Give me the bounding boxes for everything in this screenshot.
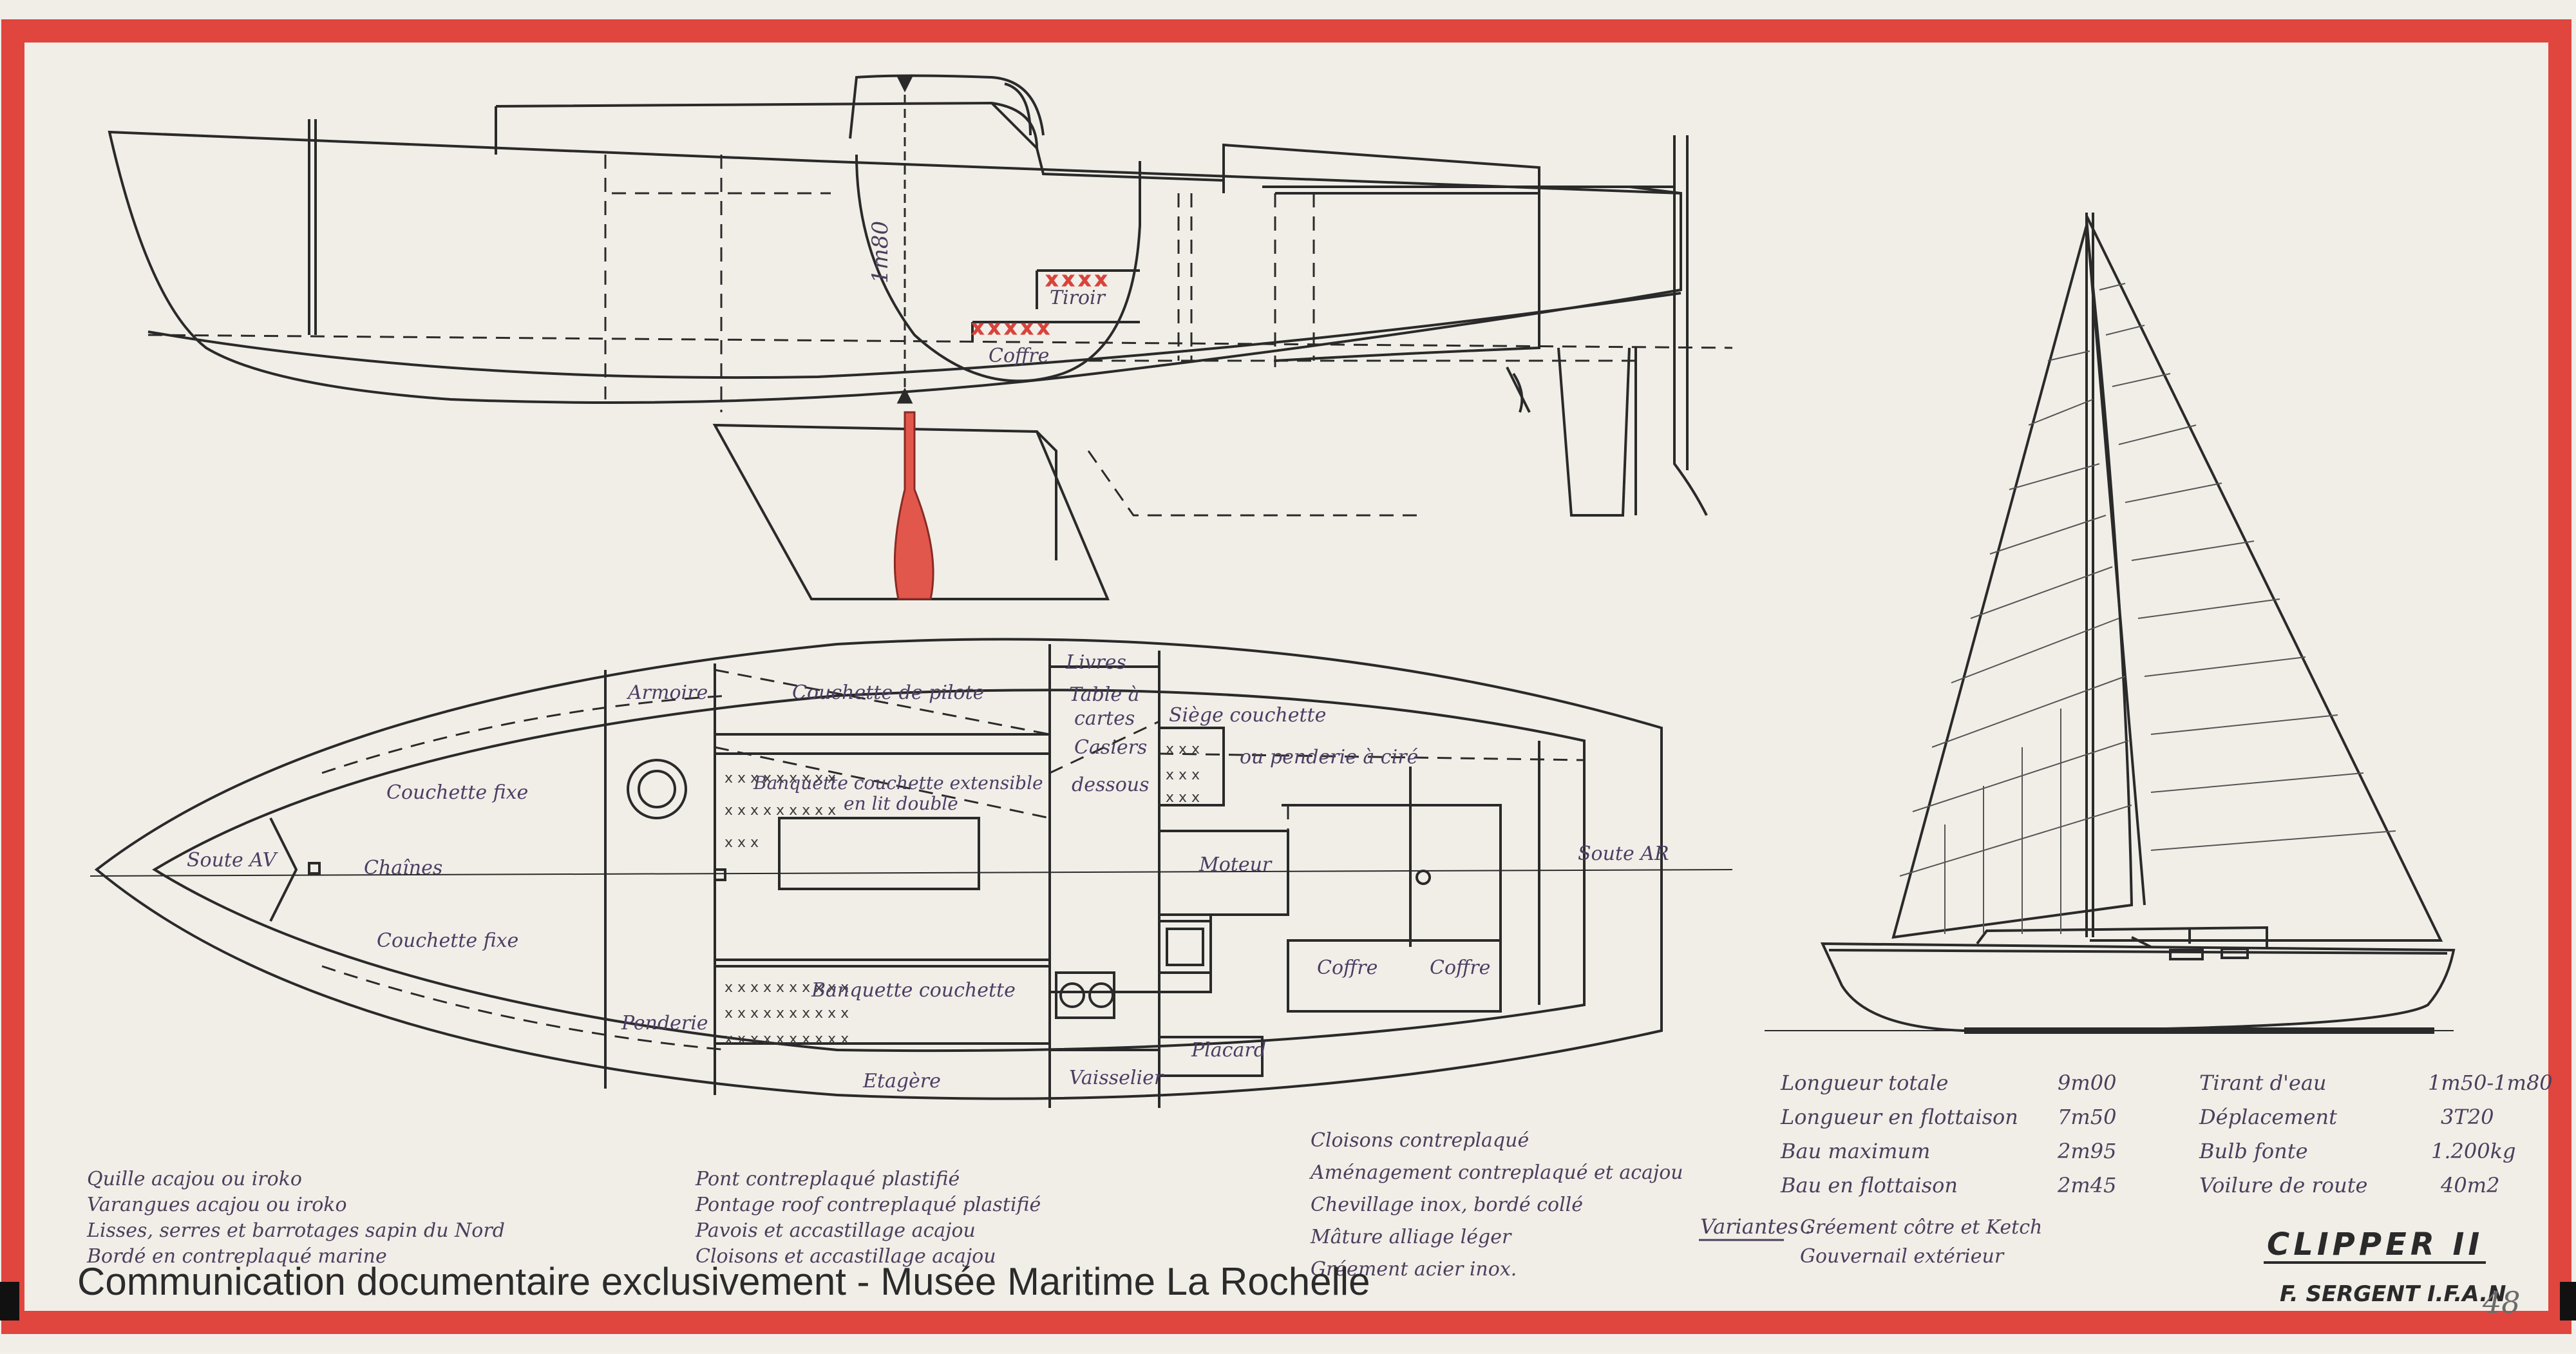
spec-label-1: Longueur en flottaison <box>1780 1105 2018 1129</box>
note-1-0: Quille acajou ou iroko <box>87 1168 302 1190</box>
label-casiers-2: dessous <box>1072 774 1150 796</box>
sheet-number: 48 <box>2483 1285 2521 1320</box>
spec-value-7: 40m2 <box>2440 1173 2499 1197</box>
spec-value-2: 2m95 <box>2057 1139 2116 1163</box>
label-penderie: Penderie <box>621 1012 708 1035</box>
spec-value-5: 3T20 <box>2441 1105 2494 1129</box>
profile-hidden-lines <box>147 155 1733 517</box>
note-2-3: Cloisons et accastillage acajou <box>696 1245 996 1268</box>
note-3-3: Mâture alliage léger <box>1310 1226 1512 1248</box>
profile-view <box>108 74 1708 600</box>
note-3-1: Aménagement contreplaqué et acajou <box>1309 1161 1683 1184</box>
note-3-4: Gréement acier inox. <box>1311 1258 1517 1281</box>
corner-mark <box>0 1282 19 1321</box>
spec-label-5: Déplacement <box>2199 1105 2337 1129</box>
label-banquette-couchette: Banquette couchette <box>811 979 1016 1002</box>
label-couchette-fixe-bottom: Couchette fixe <box>377 930 518 952</box>
label-moteur: Moteur <box>1198 853 1273 876</box>
construction-notes: Quille acajou ou iroko Varangues acajou … <box>86 1129 1683 1281</box>
sail-hatching <box>1899 283 2396 934</box>
note-2-2: Pavois et accastillage acajou <box>695 1219 976 1242</box>
variante-1: Gouvernail extérieur <box>1800 1245 2005 1268</box>
designer-name: F. SERGENT I.F.A.N <box>2280 1281 2506 1307</box>
label-siege-couchette: Siège couchette <box>1169 704 1326 727</box>
variante-0: Gréement côtre et Ketch <box>1800 1216 2042 1239</box>
note-3-2: Chevillage inox, bordé collé <box>1311 1194 1583 1216</box>
settee-hatching: x x x x x x x x x x x x x x x x x x x x … <box>724 741 1200 1047</box>
note-1-3: Bordé en contreplaqué marine <box>86 1245 387 1268</box>
svg-text:x x x x: x x x x <box>1046 269 1106 290</box>
keel-bulb <box>893 411 934 600</box>
sail-plan <box>1765 213 2456 1034</box>
spec-value-3: 2m45 <box>2057 1173 2116 1197</box>
boat-name: CLIPPER II <box>2267 1226 2483 1263</box>
label-livres: Livres <box>1065 651 1126 674</box>
spec-label-2: Bau maximum <box>1780 1139 1930 1163</box>
note-1-1: Varangues acajou ou iroko <box>87 1194 347 1216</box>
note-2-1: Pontage roof contreplaqué plastifié <box>695 1194 1041 1216</box>
label-coffre-1: Coffre <box>1317 957 1378 979</box>
spec-value-4: 1m50-1m80 <box>2428 1071 2553 1095</box>
label-banquette-ext-1: Banquette couchette extensible <box>753 772 1043 794</box>
spec-label-7: Voilure de route <box>2199 1173 2367 1197</box>
label-etagere: Etagère <box>862 1070 941 1092</box>
label-coffre-2: Coffre <box>1430 957 1490 979</box>
label-casiers-1: Casiers <box>1074 736 1147 759</box>
spec-table: Longueur totale 9m00 Longueur en flottai… <box>1700 1071 2553 1268</box>
plan-view <box>90 638 1733 1108</box>
coffre-label: Coffre <box>989 345 1049 367</box>
label-banquette-ext-2: en lit double <box>844 793 958 814</box>
label-armoire: Armoire <box>626 682 708 704</box>
profile-red-marks: x x x x x x x x x <box>972 268 1108 339</box>
height-dimension <box>896 76 913 404</box>
label-placard: Placard <box>1191 1039 1266 1062</box>
watermark-caption: Communication documentaire exclusivement… <box>77 1260 1370 1303</box>
svg-text:x x x x x x x x x x: x x x x x x x x x x <box>724 1031 849 1047</box>
spec-value-1: 7m50 <box>2058 1105 2116 1129</box>
plan-labels: Armoire Couchette de pilote Livres Table… <box>187 651 1669 1092</box>
label-chaines: Chaînes <box>364 857 442 879</box>
note-3-0: Cloisons contreplaqué <box>1311 1129 1529 1152</box>
svg-text:x x x x x: x x x x x <box>972 317 1048 338</box>
note-2-0: Pont contreplaqué plastifié <box>695 1168 960 1190</box>
label-vaisselier: Vaisselier <box>1069 1067 1164 1089</box>
spec-label-3: Bau en flottaison <box>1780 1173 1958 1197</box>
label-couchette-pilote: Couchette de pilote <box>792 682 984 704</box>
note-1-2: Lisses, serres et barrotages sapin du No… <box>86 1219 505 1242</box>
svg-text:x x x x x x x x x x: x x x x x x x x x x <box>724 980 849 996</box>
svg-text:x x x x x x x x x: x x x x x x x x x <box>724 803 836 819</box>
plan-hidden-lines <box>321 669 1585 1051</box>
spec-value-0: 9m00 <box>2058 1071 2116 1095</box>
corner-mark <box>2560 1282 2576 1321</box>
label-table-cartes-1: Table à <box>1069 683 1140 706</box>
label-soute-av: Soute AV <box>187 849 278 872</box>
spec-value-6: 1.200kg <box>2431 1139 2515 1163</box>
red-frame <box>1 19 2571 1334</box>
label-soute-ar: Soute AR <box>1578 843 1669 865</box>
svg-text:x x x: x x x <box>724 835 759 851</box>
svg-text:x x x: x x x <box>1166 767 1200 783</box>
label-couchette-fixe-top: Couchette fixe <box>386 781 528 804</box>
tiroir-label: Tiroir <box>1050 287 1106 309</box>
svg-text:x x x x x x x x x: x x x x x x x x x <box>724 770 836 787</box>
label-penderie-cire: ou penderie à ciré <box>1240 746 1418 768</box>
svg-text:x x x: x x x <box>1166 790 1200 806</box>
height-label: 1m80 <box>867 221 893 283</box>
spec-label-4: Tirant d'eau <box>2199 1071 2327 1095</box>
spec-label-0: Longueur totale <box>1780 1071 1948 1095</box>
svg-text:x x x x x x x x x x: x x x x x x x x x x <box>724 1006 849 1022</box>
label-table-cartes-2: cartes <box>1074 707 1135 730</box>
spec-label-6: Bulb fonte <box>2199 1139 2308 1163</box>
variantes-label: Variantes : <box>1700 1214 1812 1239</box>
svg-text:x x x: x x x <box>1166 741 1200 758</box>
